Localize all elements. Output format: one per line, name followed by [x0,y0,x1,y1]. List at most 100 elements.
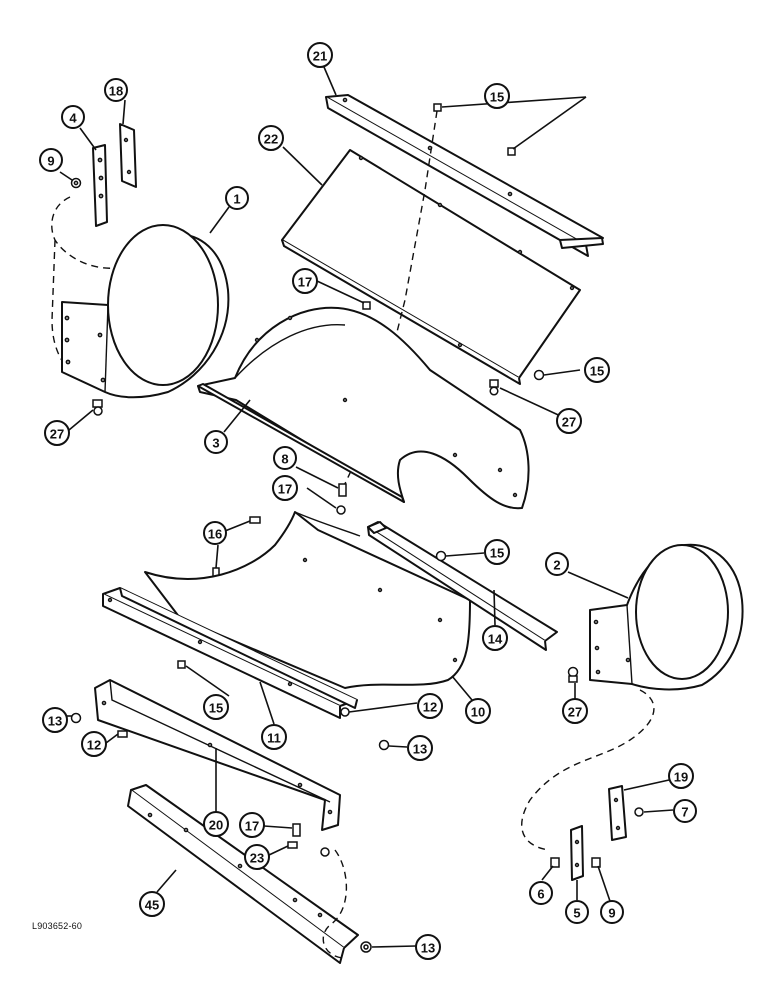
svg-text:13: 13 [48,714,62,729]
leader-lines [59,66,674,948]
svg-text:15: 15 [490,546,504,561]
callout-10: 10 [465,698,491,724]
fan-housing-part-2 [589,543,744,691]
plate-part-18 [119,123,137,188]
callout-1: 1 [225,186,249,210]
callout-19: 19 [668,763,694,789]
svg-text:4: 4 [69,111,77,126]
svg-text:12: 12 [87,738,101,753]
svg-text:45: 45 [145,898,159,913]
nut-part-15-top-b [507,147,516,156]
svg-text:7: 7 [681,805,688,820]
bracket-part-5 [570,825,584,881]
angle-bar-part-11 [102,587,358,719]
callout-6: 6 [529,881,553,905]
curved-panel-part-10 [144,511,471,689]
bar-part-14 [367,521,558,651]
svg-text:11: 11 [267,731,281,746]
svg-text:17: 17 [298,275,312,290]
svg-text:13: 13 [421,941,435,956]
svg-text:6: 6 [537,887,544,902]
callout-4: 4 [61,105,85,129]
svg-text:22: 22 [264,132,278,147]
callout-18: 18 [104,78,128,102]
svg-text:1: 1 [233,192,240,207]
svg-text:5: 5 [573,906,580,921]
callout-15-top: 15 [484,83,510,109]
svg-text:13: 13 [413,742,427,757]
nut-part-9-bottom [591,857,601,868]
callout-5: 5 [565,900,589,924]
nut-part-13-bracket [320,847,330,857]
rail-part-21 [325,94,604,257]
svg-text:2: 2 [553,558,560,573]
callout-12-right: 12 [417,693,443,719]
callout-13-bottom: 13 [415,934,441,960]
bolt-part-6 [550,857,560,868]
nut-part-13-bottom [360,941,372,953]
bolt-part-16-a [249,516,261,524]
svg-text:17: 17 [245,819,259,834]
svg-text:3: 3 [212,436,219,451]
svg-text:17: 17 [278,482,292,497]
svg-text:27: 27 [50,427,64,442]
bolt-part-27-center [489,379,499,396]
bolt-part-17-top [362,301,371,310]
panel-part-22 [281,149,581,385]
callout-16: 16 [203,521,227,545]
curved-shell-part-3 [197,306,530,510]
nut-part-13-left [70,712,82,724]
assembly-path-right [521,689,655,851]
callout-23: 23 [244,844,270,870]
callout-8: 8 [273,446,297,470]
nut-part-15-lower [177,660,186,669]
assembly-path-left [51,196,116,373]
svg-text:9: 9 [47,154,54,169]
svg-text:15: 15 [209,701,223,716]
svg-text:18: 18 [109,84,123,99]
plate-part-45 [127,784,359,964]
bracket-part-20 [94,679,341,831]
callout-7: 7 [673,799,697,823]
callout-14: 14 [482,625,508,651]
svg-text:23: 23 [250,851,264,866]
callout-9-top: 9 [39,148,63,172]
callout-13-left: 13 [42,707,68,733]
svg-text:9: 9 [608,906,615,921]
figure-reference-code: L903652-60 [32,921,83,931]
bolt-part-12-right [340,707,350,717]
callout-17-bottom: 17 [239,812,265,838]
callout-12-left: 12 [81,731,107,757]
nut-part-15-mid [435,550,447,562]
bolt-part-27-left [92,399,103,416]
nut-part-7 [634,807,644,817]
assembly-path-bottom [322,849,348,959]
callout-15-lower: 15 [203,694,229,720]
svg-text:21: 21 [313,49,327,64]
callout-27-left: 27 [44,420,70,446]
callout-45: 45 [139,891,165,917]
nut-part-9-top [70,177,82,189]
nut-part-17-mid [336,505,346,515]
callout-11: 11 [261,724,287,750]
svg-text:8: 8 [281,452,288,467]
svg-text:10: 10 [471,705,485,720]
svg-text:27: 27 [568,705,582,720]
svg-text:19: 19 [674,770,688,785]
svg-text:14: 14 [488,632,503,647]
bolt-part-23 [287,841,298,849]
bolt-part-12-left [117,730,128,738]
svg-text:15: 15 [590,364,604,379]
callout-17-mid: 17 [272,475,298,501]
nut-part-13-mid [378,739,390,751]
callout-13-mid: 13 [407,735,433,761]
callout-20: 20 [203,811,229,837]
svg-text:20: 20 [209,818,223,833]
callout-22: 22 [258,125,284,151]
bolt-part-27-right [567,666,579,683]
callout-17-top: 17 [292,268,318,294]
callout-2: 2 [545,552,569,576]
callout-27-right: 27 [562,698,588,724]
